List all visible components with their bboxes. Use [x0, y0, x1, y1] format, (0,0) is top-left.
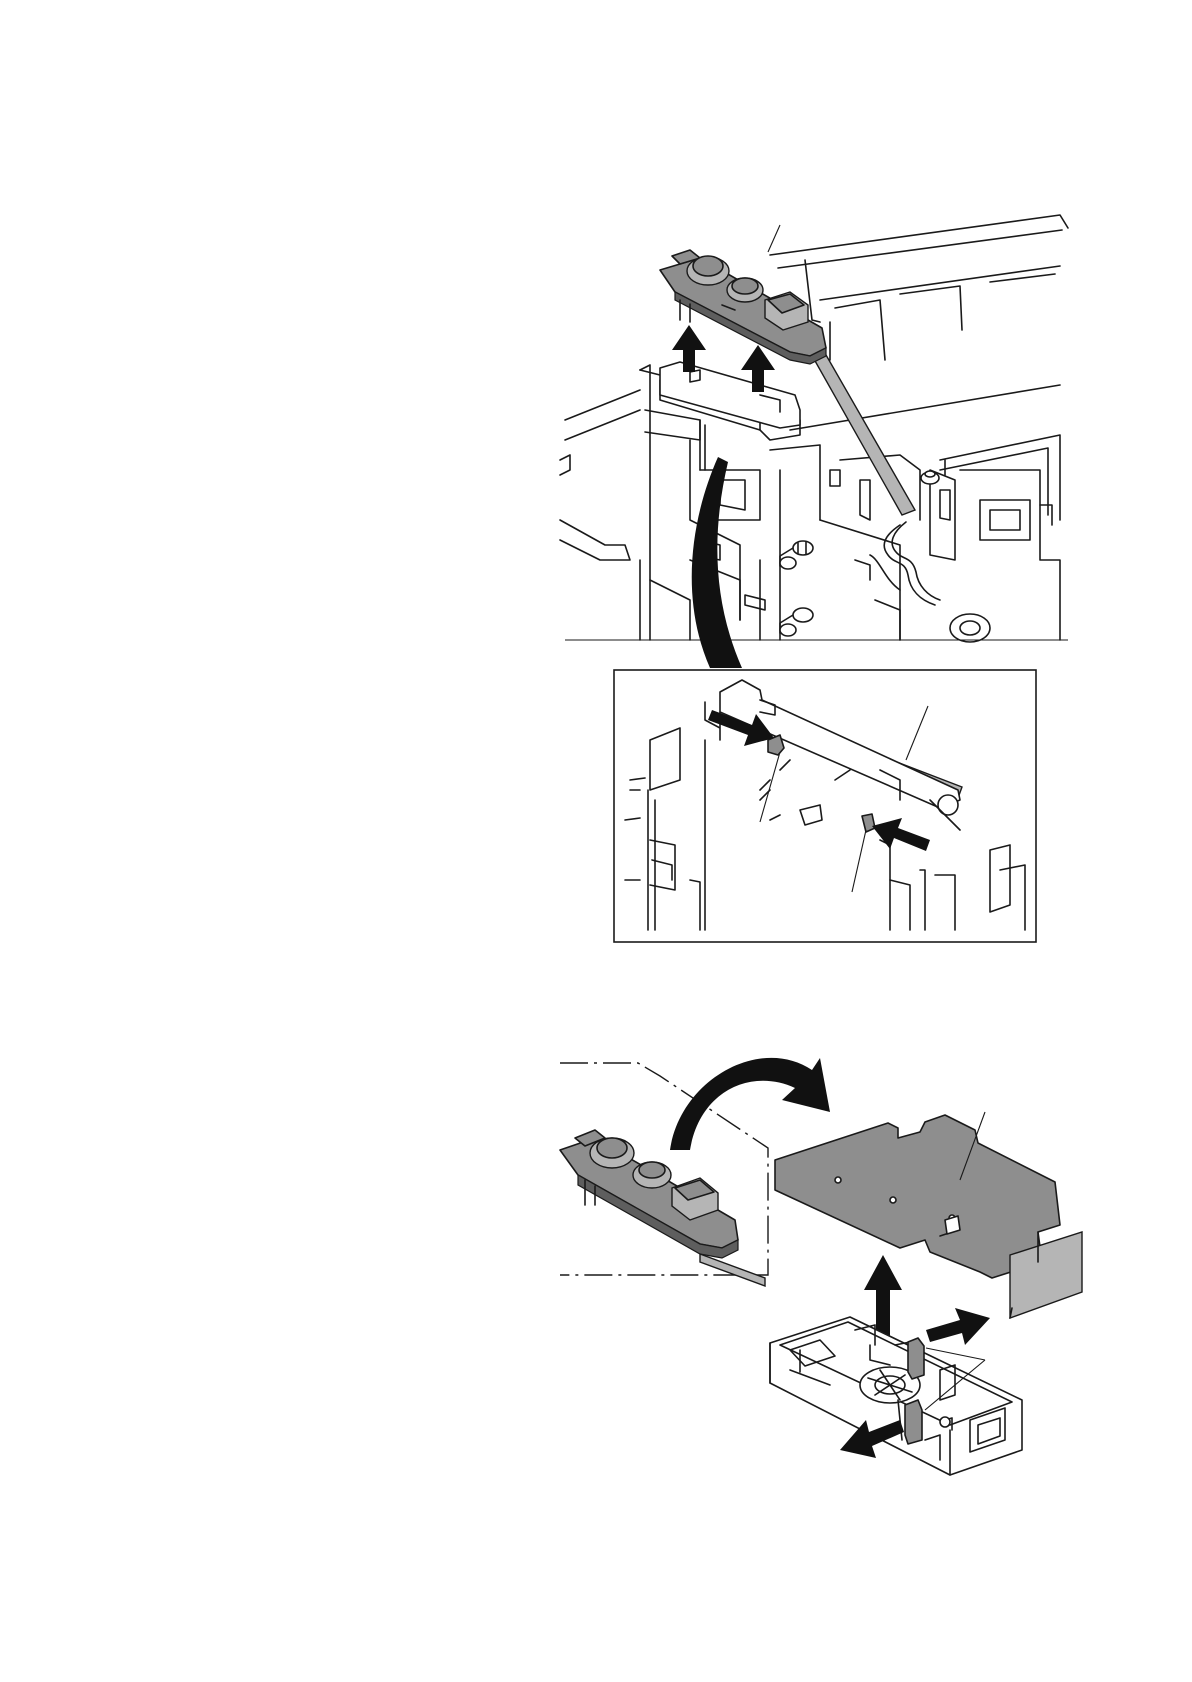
arrow-release-hook-upper: [926, 1308, 990, 1345]
figure-1-detail-inset: [614, 670, 1036, 942]
inset-frame: [614, 670, 1036, 942]
screw-upper: [780, 541, 813, 569]
panel-mount-bracket: [660, 362, 800, 428]
figure-2-view: [560, 1058, 1082, 1475]
machine-left-side: [560, 390, 640, 640]
figure-1-main-view: [560, 215, 1068, 668]
arrow-flip: [670, 1058, 830, 1150]
panel-frame: [770, 1317, 1022, 1475]
flat-cable: [810, 348, 915, 515]
operation-panel-unit-small: [560, 1130, 765, 1286]
machine-top-cover: [770, 215, 1068, 520]
screw-lower: [780, 608, 813, 636]
panel-pcb: [775, 1115, 1082, 1318]
frame-hook-upper: [908, 1338, 924, 1379]
screw-small-right: [921, 471, 939, 484]
detail-callout-swoop: [692, 457, 742, 668]
leader-operation-panel: [768, 225, 780, 252]
